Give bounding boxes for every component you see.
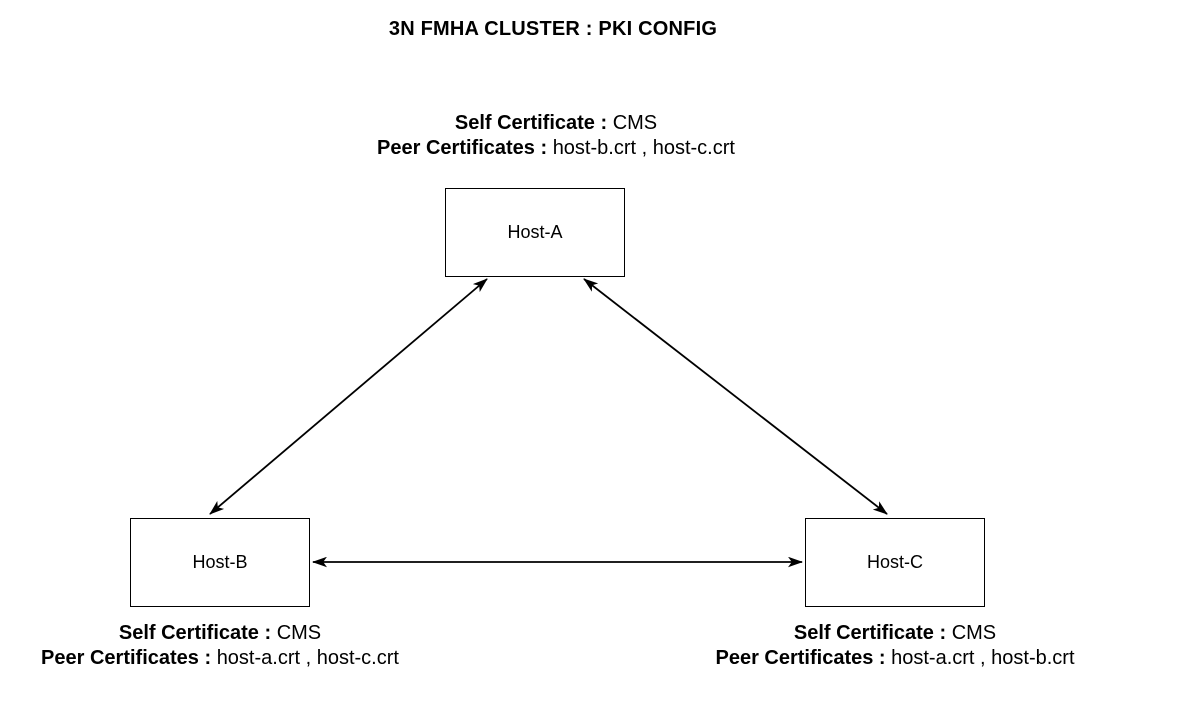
self-certificate-label: Self Certificate : [454,112,608,134]
edge-host-a-host-c [583,278,888,515]
host-b-annotation: Self Certificate : CMS Peer Certificates… [41,621,399,671]
host-a-annotation: Self Certificate : CMS Peer Certificates… [377,111,735,161]
host-c-label: Host-C [866,552,923,572]
host-c-self-certificate-line: Self Certificate : CMS [715,621,1074,646]
self-certificate-value: CMS [276,622,322,644]
host-c-peer-certificates-line: Peer Certificates : host-a.crt , host-b.… [715,646,1074,671]
peer-certificates-value: host-b.crt , host-c.crt [552,137,735,159]
host-b-peer-certificates-line: Peer Certificates : host-a.crt , host-c.… [41,646,399,671]
self-certificate-label: Self Certificate : [793,622,947,644]
host-c-box: Host-C [805,518,985,607]
host-a-self-certificate-line: Self Certificate : CMS [377,111,735,136]
peer-certificates-value: host-a.crt , host-b.crt [891,647,1075,669]
peer-certificates-label: Peer Certificates : [715,647,886,669]
host-b-box: Host-B [130,518,310,607]
peer-certificates-label: Peer Certificates : [41,647,212,669]
host-a-peer-certificates-line: Peer Certificates : host-b.crt , host-c.… [377,136,735,161]
self-certificate-value: CMS [612,112,658,134]
edge-host-a-host-b [209,278,488,515]
host-a-box: Host-A [445,188,625,277]
host-a-label: Host-A [507,222,563,242]
peer-certificates-value: host-a.crt , host-c.crt [216,647,399,669]
host-c-annotation: Self Certificate : CMS Peer Certificates… [715,621,1074,671]
diagram-title: 3N FMHA CLUSTER : PKI CONFIG [388,18,718,40]
self-certificate-value: CMS [951,622,997,644]
peer-certificates-label: Peer Certificates : [377,137,548,159]
host-b-label: Host-B [192,552,248,572]
self-certificate-label: Self Certificate : [118,622,272,644]
host-b-self-certificate-line: Self Certificate : CMS [41,621,399,646]
